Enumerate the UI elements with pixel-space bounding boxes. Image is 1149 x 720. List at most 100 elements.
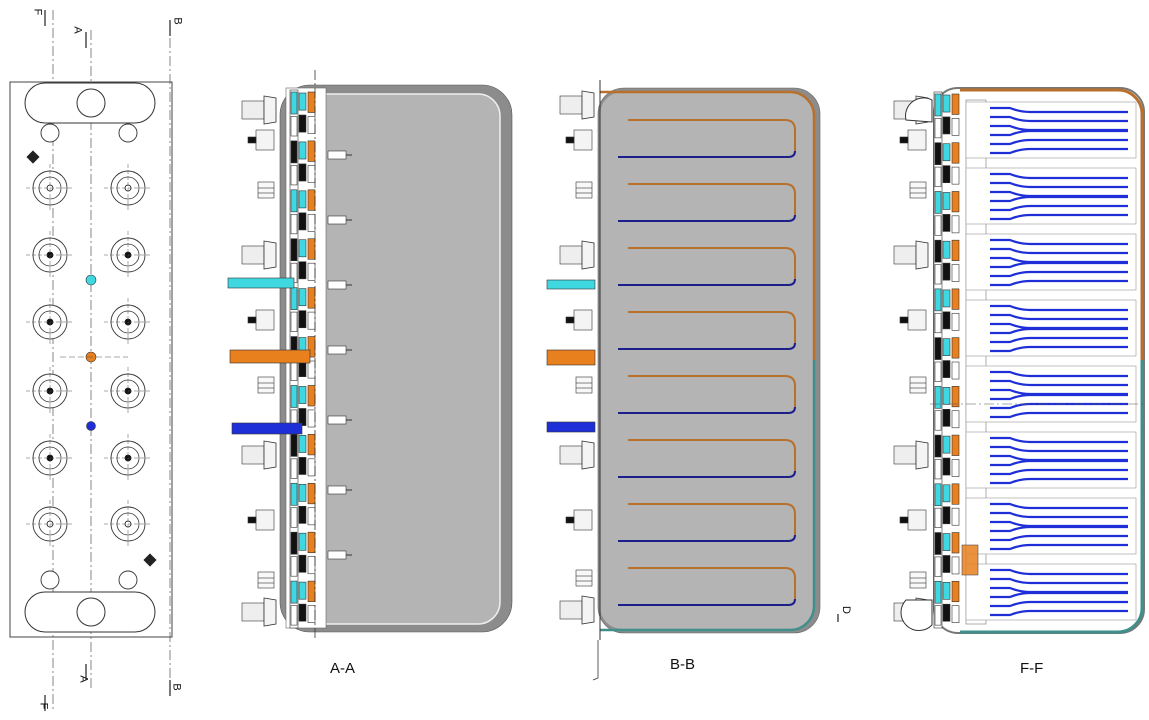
strip-cell-a	[934, 239, 942, 263]
bb-leader-foot	[592, 677, 599, 681]
ff-blue-channel	[990, 370, 1128, 378]
ff-blue-channel	[990, 568, 1128, 576]
strip-cell-f	[307, 360, 316, 379]
fitting-long	[241, 602, 265, 622]
strip-cell-c	[942, 484, 951, 503]
strip-cell-e	[307, 434, 316, 456]
strip-cell-c	[942, 533, 951, 551]
fitting-long	[241, 245, 265, 265]
caption-section-ff: F-F	[1020, 660, 1044, 677]
plan-small-hole	[40, 123, 60, 143]
ff-blue-channel	[990, 393, 1128, 401]
fitting-cone	[581, 440, 595, 470]
strip-cell-a	[934, 532, 942, 555]
ff-blue-channel	[990, 477, 1128, 485]
fitting-nub	[565, 136, 575, 144]
fitting-box	[573, 309, 593, 331]
marker-b-bottom: B	[170, 683, 183, 691]
aa-pipe-blue	[231, 422, 303, 435]
ff-blue-channel	[990, 195, 1128, 203]
strip-cell-b	[934, 556, 942, 577]
strip-cell-e	[307, 91, 316, 113]
strip-cell-c	[942, 387, 951, 405]
ff-blue-channel	[990, 261, 1128, 269]
ff-copper-wall	[960, 88, 1144, 360]
strip-cell-e	[307, 238, 316, 260]
marker-f-top: F	[31, 8, 44, 16]
strip-cell-b	[290, 458, 298, 479]
strip-cell-b	[934, 361, 942, 382]
fitting-cone	[263, 240, 277, 270]
strip-cell-d	[942, 408, 951, 427]
strip-cell-f	[951, 556, 960, 575]
strip-cell-e	[307, 140, 316, 162]
ff-teal-wall	[960, 360, 1144, 634]
strip-cell-e	[951, 483, 960, 505]
strip-cell-c	[298, 581, 307, 600]
ff-blue-channel	[990, 147, 1128, 155]
plan-slot-hole	[76, 88, 106, 118]
ff-blue-channel	[990, 138, 1128, 146]
strip-cell-e	[951, 239, 960, 261]
fitting-square	[909, 181, 927, 199]
ff-blue-channel	[990, 502, 1128, 510]
strip-cell-e	[951, 532, 960, 554]
strip-cell-a	[934, 142, 942, 165]
fitting-square	[257, 376, 275, 394]
strip-cell-c	[942, 435, 951, 454]
strip-cell-a	[934, 93, 942, 117]
strip-cell-e	[307, 531, 316, 554]
fitting-box	[573, 509, 593, 531]
strip-cell-d	[942, 603, 951, 622]
strip-cell-d	[942, 506, 951, 525]
ff-top-cap	[905, 97, 933, 123]
ff-blue-channel	[990, 511, 1128, 519]
ff-spine	[965, 99, 987, 625]
aa-bolt	[327, 550, 347, 560]
strip-cell-b	[290, 311, 298, 332]
strip-cell-d	[298, 408, 307, 426]
strip-cell-f	[951, 166, 960, 185]
strip-cell-d	[298, 603, 307, 622]
strip-cell-b	[934, 166, 942, 187]
bb-copper-channel	[628, 503, 796, 535]
bb-pipe-orange	[546, 349, 596, 366]
strip-cell-f	[307, 213, 316, 232]
strip-cell-a	[934, 386, 942, 409]
strip-cell-b	[934, 312, 942, 334]
strip-cell-f	[951, 264, 960, 282]
bb-copper-channel	[628, 439, 796, 471]
caption-section-bb: B-B	[670, 656, 696, 673]
fitting-long	[241, 445, 265, 465]
strip-cell-a	[934, 434, 942, 458]
fitting-cone	[581, 240, 595, 270]
strip-cell-c	[298, 141, 307, 160]
bb-copper-channel	[628, 375, 796, 407]
ff-blue-channel	[990, 172, 1128, 180]
strip-cell-f	[307, 507, 316, 526]
strip-cell-f	[951, 410, 960, 429]
fitting-long	[559, 245, 583, 265]
fitting-square	[575, 376, 593, 394]
bb-teal-wall	[600, 360, 816, 632]
bb-blue-channel	[618, 534, 796, 542]
ff-blue-channel	[990, 436, 1128, 444]
aa-bolt	[327, 415, 347, 425]
strip-cell-b	[934, 264, 942, 285]
ff-blue-channel	[990, 204, 1128, 212]
ff-blue-channel	[990, 577, 1128, 585]
strip-cell-a	[934, 580, 942, 604]
ff-blue-channel	[990, 270, 1128, 278]
strip-cell-f	[951, 118, 960, 136]
bb-copper-channel	[628, 119, 796, 151]
fitting-square	[909, 571, 927, 589]
strip-cell-f	[951, 215, 960, 234]
strip-cell-c	[942, 289, 951, 308]
ff-blue-channel	[990, 313, 1128, 321]
strip-cell-f	[951, 312, 960, 331]
strip-cell-a	[934, 337, 942, 360]
bb-copper-channel	[628, 311, 796, 343]
ff-blue-channel	[990, 279, 1128, 287]
marker-d: D	[839, 606, 852, 614]
strip-cell-a	[290, 238, 298, 262]
